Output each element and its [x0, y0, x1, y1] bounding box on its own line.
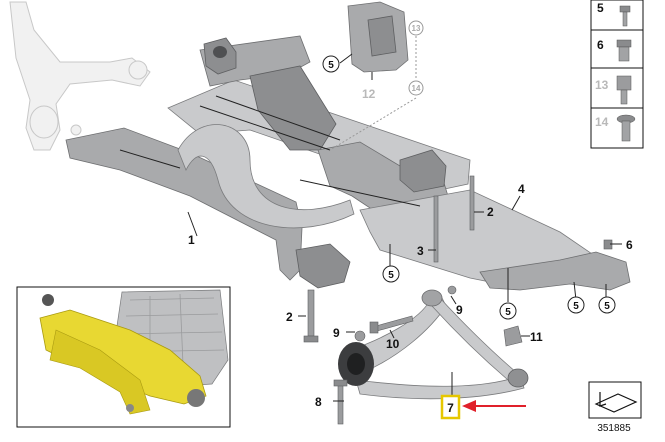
svg-text:5: 5 [573, 301, 579, 312]
callout-5-right-a: 5 [567, 296, 585, 314]
book-icon [594, 393, 638, 413]
svg-text:7: 7 [447, 401, 454, 415]
callout-9-left: 9 [333, 326, 340, 340]
bolt-8 [333, 379, 348, 425]
callout-6: 6 [626, 238, 633, 252]
reference-box [588, 381, 642, 419]
svg-text:13: 13 [412, 24, 421, 33]
legend-label-14: 14 [595, 115, 609, 129]
fastener-legend: 5 6 13 14 [590, 0, 644, 149]
wishbone-7 [338, 289, 529, 400]
legend-label-13: 13 [595, 78, 609, 92]
bolt-3 [433, 195, 439, 263]
callout-5-right-b: 5 [598, 296, 616, 314]
inset-overview [16, 286, 231, 428]
callout-3: 3 [417, 244, 424, 258]
bolt-13-icon [616, 75, 632, 105]
svg-text:5: 5 [604, 301, 610, 312]
callout-5-mid: 5 [382, 265, 400, 283]
callout-2-lower: 2 [286, 310, 293, 324]
callout-8: 8 [315, 395, 322, 409]
callout-14: 14 [408, 80, 424, 96]
callout-2-upper: 2 [487, 205, 494, 219]
callout-10: 10 [386, 337, 400, 351]
callout-1: 1 [188, 233, 195, 247]
callout-5-plate: 5 [499, 302, 517, 320]
bolt-2-lower [303, 289, 319, 343]
nut-11 [503, 325, 523, 347]
bracket-12 [347, 1, 409, 73]
nut-9a [354, 330, 366, 342]
subframe [65, 35, 631, 291]
nut-9b [447, 285, 457, 295]
legend-label-6: 6 [597, 38, 604, 52]
screw-5-icon [619, 5, 631, 27]
svg-text:14: 14 [412, 84, 421, 93]
callout-13: 13 [408, 20, 424, 36]
callout-7-highlight: 7 [440, 394, 461, 420]
legend-label-5: 5 [597, 1, 604, 15]
nut-6-icon [616, 39, 632, 62]
bolt-14-icon [616, 114, 636, 142]
ghost-knuckle [9, 1, 151, 151]
callout-5-top: 5 [322, 55, 340, 73]
svg-text:5: 5 [505, 307, 511, 318]
callout-11: 11 [530, 330, 543, 344]
bolt-10 [369, 315, 414, 334]
svg-text:5: 5 [328, 60, 334, 71]
callout-9-right: 9 [456, 303, 463, 317]
red-arrow [462, 400, 526, 412]
svg-text:5: 5 [388, 270, 394, 281]
bolt-2-upper [469, 175, 475, 231]
diagram-number: 351885 [597, 423, 631, 434]
callout-12: 12 [362, 87, 376, 101]
callout-4: 4 [518, 182, 525, 196]
